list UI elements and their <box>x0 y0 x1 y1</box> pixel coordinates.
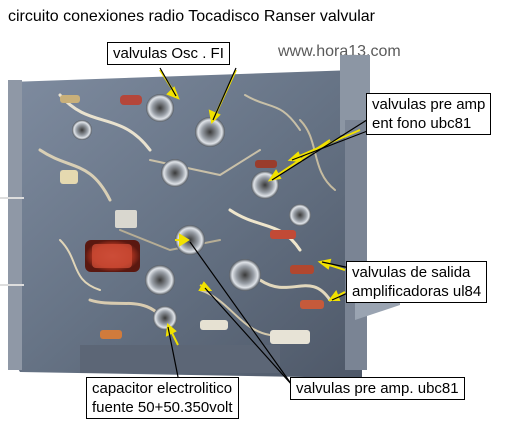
website-label: www.hora13.com <box>278 43 401 60</box>
resistors <box>60 95 324 344</box>
page-title: circuito conexiones radio Tocadisco Rans… <box>8 8 375 25</box>
electrolytic-capacitor <box>85 240 140 272</box>
valve-sockets <box>72 94 311 330</box>
label-electrolytic-capacitor: capacitor electrolitico fuente 50+50.350… <box>86 377 239 419</box>
label-pre-amp-phono-valves: valvulas pre amp ent fono ubc81 <box>366 93 492 135</box>
label-osc-fi-valves: valvulas Osc . FI <box>107 42 230 65</box>
label-output-valves: valvulas de salida amplificadoras ul84 <box>346 261 488 303</box>
leader-lines <box>159 67 371 386</box>
chassis <box>0 55 400 378</box>
label-pre-amp-valves-bottom: valvulas pre amp. ubc81 <box>290 377 465 400</box>
